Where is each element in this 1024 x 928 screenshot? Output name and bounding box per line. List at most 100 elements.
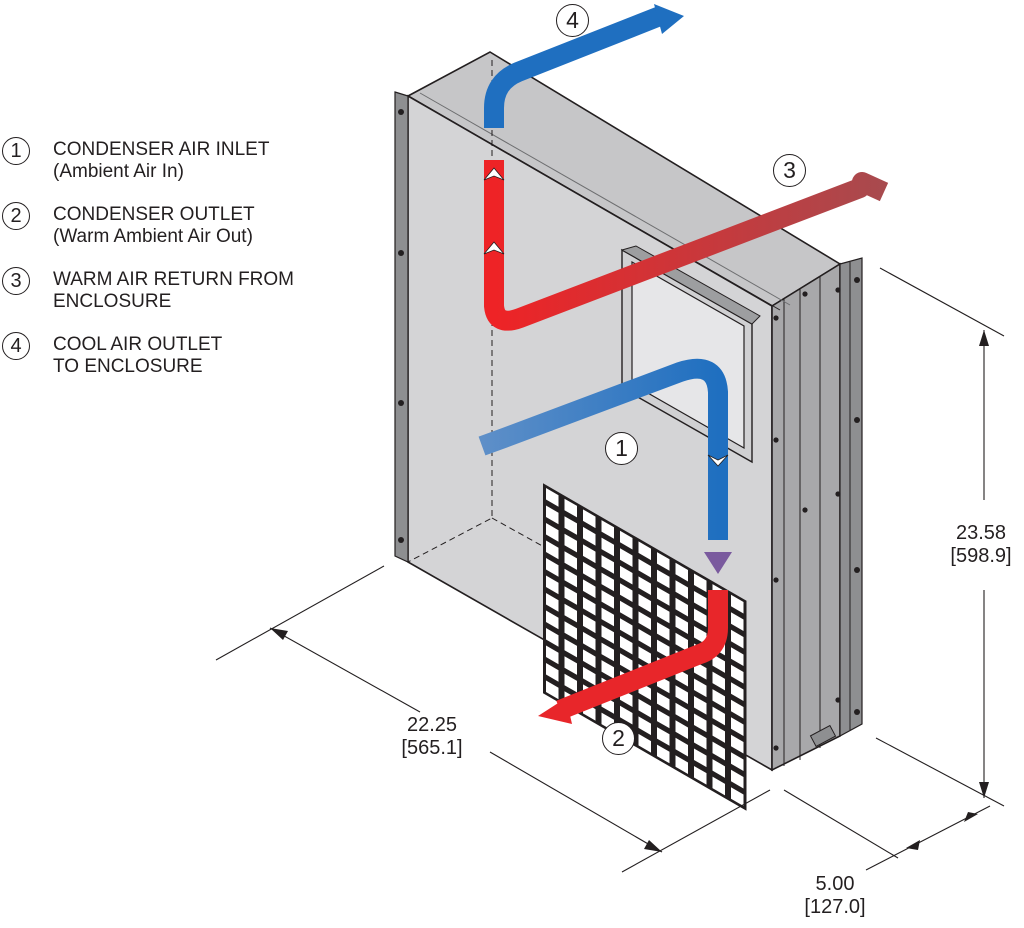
grille-cell [675,737,688,757]
grille-cell [675,685,688,704]
grille-cell [546,628,559,647]
legend-text: WARM AIR RETURN FROM ENCLOSURE [53,269,294,313]
legend-number: 3 [2,267,30,295]
legend-item-3: 3 WARM AIR RETURN FROM ENCLOSURE [0,267,360,317]
grille-cell [638,558,651,578]
grille-cell [731,699,744,719]
grille-cell [712,706,725,726]
grille-cell [546,523,559,542]
grille-cell [546,575,559,595]
grille-cell [620,530,633,550]
grille-cell [638,716,651,736]
grille-cell [675,755,688,774]
grille-cell [675,720,688,739]
grille-cell [620,600,633,620]
grille-cell [712,671,725,691]
legend-title: WARM AIR RETURN FROM [53,269,295,290]
grille-cell [675,615,688,634]
grille-cell [583,526,596,546]
grille-cell [675,580,688,599]
grille-cell [546,558,559,577]
grille-cell [601,625,614,644]
grille-cell [601,572,614,592]
grille-cell [583,561,596,581]
legend-number: 4 [2,332,30,360]
grille-cell [638,611,651,631]
grille-cell [675,597,688,617]
legend-subtitle: (Ambient Air In) [53,161,184,182]
grille-cell [657,744,670,764]
side-face [771,262,841,772]
width-dimension: 22.25 [565.1] [390,714,474,760]
grille-cell [620,635,633,655]
grille-cell [694,765,707,785]
grille-cell [712,689,725,708]
grille-cell [675,632,688,652]
grille-cell [731,734,744,754]
grille-cell [694,748,707,768]
callout-4: 4 [556,4,589,37]
grille-cell [638,698,651,718]
legend-title: CONDENSER AIR INLET [53,139,270,160]
grille-cell [731,787,744,806]
grille-cell [583,631,596,651]
grille-cell [546,663,559,682]
legend-subtitle: TO ENCLOSURE [53,356,203,377]
grille-cell [675,702,688,722]
grille-cell [731,769,744,789]
grille-cell [657,692,670,711]
grille-cell [694,573,707,593]
condenser-outlet-arrow [556,590,728,720]
callout-2: 2 [602,722,635,755]
grille-cell [638,733,651,753]
grille-cell [731,647,744,666]
height-imperial: 23.58 [955,522,1007,544]
grille-cell [620,618,633,637]
condenser-inlet-arrow [478,358,728,540]
grille-cell [657,552,670,571]
grille-cell [694,730,707,750]
grille-cell [712,759,725,778]
grille-cell [601,590,614,609]
grille-cell [694,678,707,698]
cool-outlet-arrow [484,6,664,128]
right-flange [839,257,863,738]
grille-cell [712,776,725,796]
grille-cell [601,642,614,662]
depth-dimension: 5.00 [127.0] [792,873,878,919]
grille-cell [564,533,577,553]
grille-cell [657,639,670,659]
grille-cell [583,544,596,564]
legend-text: CONDENSER AIR INLET (Ambient Air In) [53,139,269,183]
grille-cell [601,537,614,557]
dimension-arrowheads [270,330,989,852]
grille-cell [564,551,577,570]
grille-cell [731,612,744,631]
grille-cell [657,727,670,746]
grille-cell [564,586,577,605]
grille-cell [546,593,559,612]
depth-imperial: 5.00 [815,873,855,895]
left-flange [394,91,409,563]
grille-cell [620,583,633,602]
grille-cell [657,709,670,729]
grille-cell [638,541,651,561]
grille-cell [546,540,559,560]
grille-cell [583,649,596,669]
mount-holes [398,109,860,751]
grille-cell [546,505,559,525]
legend-number: 2 [2,202,30,230]
legend-item-4: 4 COOL AIR OUTLET TO ENCLOSURE [0,332,360,382]
drain-fitting-icon [809,724,837,748]
grille-cell [601,660,614,679]
grille-cell [546,610,559,630]
legend-title: CONDENSER OUTLET [53,204,255,225]
grille-cell [564,638,577,658]
grille-cell [712,724,725,743]
grille-cell [694,695,707,715]
grille-cell [675,562,688,582]
grille-cell [564,656,577,675]
grille-cell [731,594,744,614]
grille-cell [638,628,651,648]
